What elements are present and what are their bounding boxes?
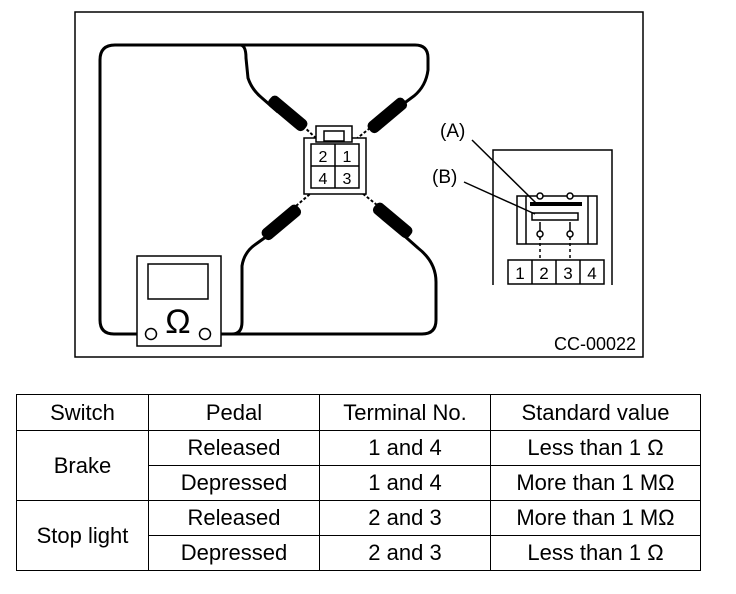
table-row: Brake Released 1 and 4 Less than 1 Ω: [16, 430, 701, 501]
switch-inset: 1 2 3 4: [492, 149, 613, 285]
switch-terminal-label: 1: [515, 264, 524, 283]
wire-bottom-right: [208, 230, 438, 336]
ohmmeter: Ω: [136, 255, 222, 347]
switch-terminal-label: 2: [539, 264, 548, 283]
switch-cell: Brake: [16, 430, 149, 501]
switch-terminal-label: 3: [563, 264, 572, 283]
callout-label-a: (A): [440, 121, 465, 142]
terminal-cell: 1 and 4: [319, 465, 491, 501]
figure-frame: [74, 11, 644, 358]
table-row: Stop light Released 2 and 3 More than 1 …: [16, 500, 701, 571]
probe-top-right: [354, 97, 408, 141]
callout-label-b: (B): [432, 167, 457, 188]
terminal-cell: 2 and 3: [319, 500, 491, 536]
value-cell: More than 1 MΩ: [490, 500, 701, 536]
pedal-cell: Released: [148, 500, 320, 536]
wiring-diagram: 2 1 4 3 Ω 1 2 3 4 (A) (B: [74, 11, 644, 358]
header-standard-value: Standard value: [490, 394, 701, 431]
header-pedal: Pedal: [148, 394, 320, 431]
connector-terminal-label: 3: [343, 171, 352, 188]
table-row: Depressed 1 and 4 More than 1 MΩ: [17, 465, 701, 501]
ohmmeter-terminal-right: [198, 327, 212, 341]
probe-bottom-right: [361, 192, 413, 239]
table-header-row: Switch Pedal Terminal No. Standard value: [16, 394, 701, 431]
header-switch: Switch: [16, 394, 149, 431]
value-cell: More than 1 MΩ: [490, 465, 701, 501]
switch-connector: 2 1 4 3: [303, 125, 367, 195]
wire-top-right: [240, 43, 430, 112]
probe-bottom-left: [261, 193, 311, 241]
switch-terminal-label: 4: [587, 264, 596, 283]
value-cell: Less than 1 Ω: [490, 430, 701, 466]
figure-code: CC-00022: [554, 334, 636, 354]
pedal-cell: Depressed: [148, 465, 320, 501]
ohmmeter-terminal-left: [144, 327, 158, 341]
ohmmeter-symbol: Ω: [165, 303, 190, 341]
header-terminal: Terminal No.: [319, 394, 491, 431]
terminal-cell: 2 and 3: [319, 535, 491, 571]
switch-cell: Stop light: [16, 500, 149, 571]
wire-left-loop: [98, 43, 240, 336]
table-row: Depressed 2 and 3 Less than 1 Ω: [17, 535, 701, 571]
connector-terminal-label: 2: [319, 149, 328, 166]
terminal-cell: 1 and 4: [319, 430, 491, 466]
connector-terminal-label: 1: [343, 149, 352, 166]
pedal-cell: Released: [148, 430, 320, 466]
value-cell: Less than 1 Ω: [490, 535, 701, 571]
spec-table: Switch Pedal Terminal No. Standard value…: [16, 394, 701, 571]
callout-line-b: [463, 181, 536, 215]
connector-terminal-label: 4: [319, 171, 328, 188]
ohmmeter-display: [147, 263, 209, 300]
callout-line-a: [471, 139, 537, 204]
pedal-cell: Depressed: [148, 535, 320, 571]
probe-top-left: [267, 95, 319, 141]
